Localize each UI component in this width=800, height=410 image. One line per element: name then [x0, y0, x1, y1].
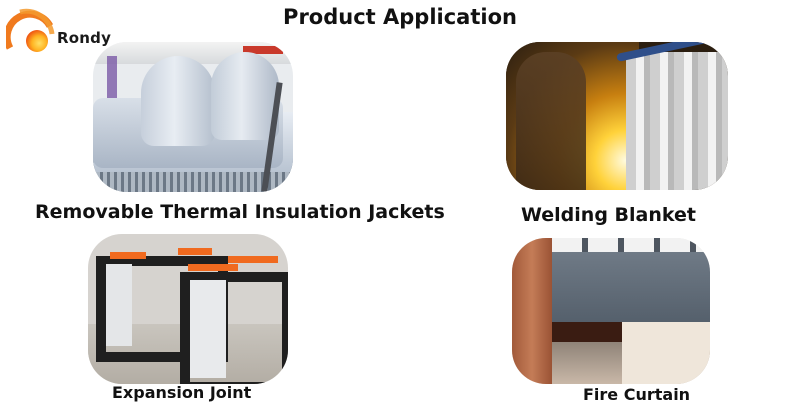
fire-curtain-caption: Fire Curtain	[583, 385, 691, 404]
page-title: Product Application	[283, 5, 517, 29]
welding-blanket-photo	[506, 42, 728, 190]
dark-opening	[552, 322, 622, 342]
rondy-logo-icon	[6, 8, 55, 52]
expansion-joint-photo	[88, 234, 288, 384]
orange-bracket	[110, 252, 146, 259]
thermal-jacket-photo	[93, 42, 293, 192]
welder	[516, 52, 586, 190]
valve-jacket-right	[211, 52, 279, 140]
joint-fabric-front	[190, 280, 226, 378]
welding-curtain	[625, 52, 728, 190]
joint-frame-front	[180, 272, 288, 384]
side-wall	[622, 322, 710, 384]
orange-bracket	[178, 248, 212, 255]
fire-curtain-photo	[512, 238, 710, 384]
thermal-jacket-caption: Removable Thermal Insulation Jackets	[35, 201, 445, 223]
orange-bracket	[188, 264, 238, 271]
expansion-joint-caption: Expansion Joint	[112, 383, 252, 402]
wood-wall	[512, 238, 552, 384]
valve-jacket-left	[141, 56, 215, 146]
fire-curtain	[552, 252, 710, 322]
joint-fabric-back	[106, 264, 132, 346]
welding-blanket-caption: Welding Blanket	[521, 204, 696, 226]
orange-bracket	[228, 256, 278, 263]
red-pipe	[243, 46, 283, 54]
